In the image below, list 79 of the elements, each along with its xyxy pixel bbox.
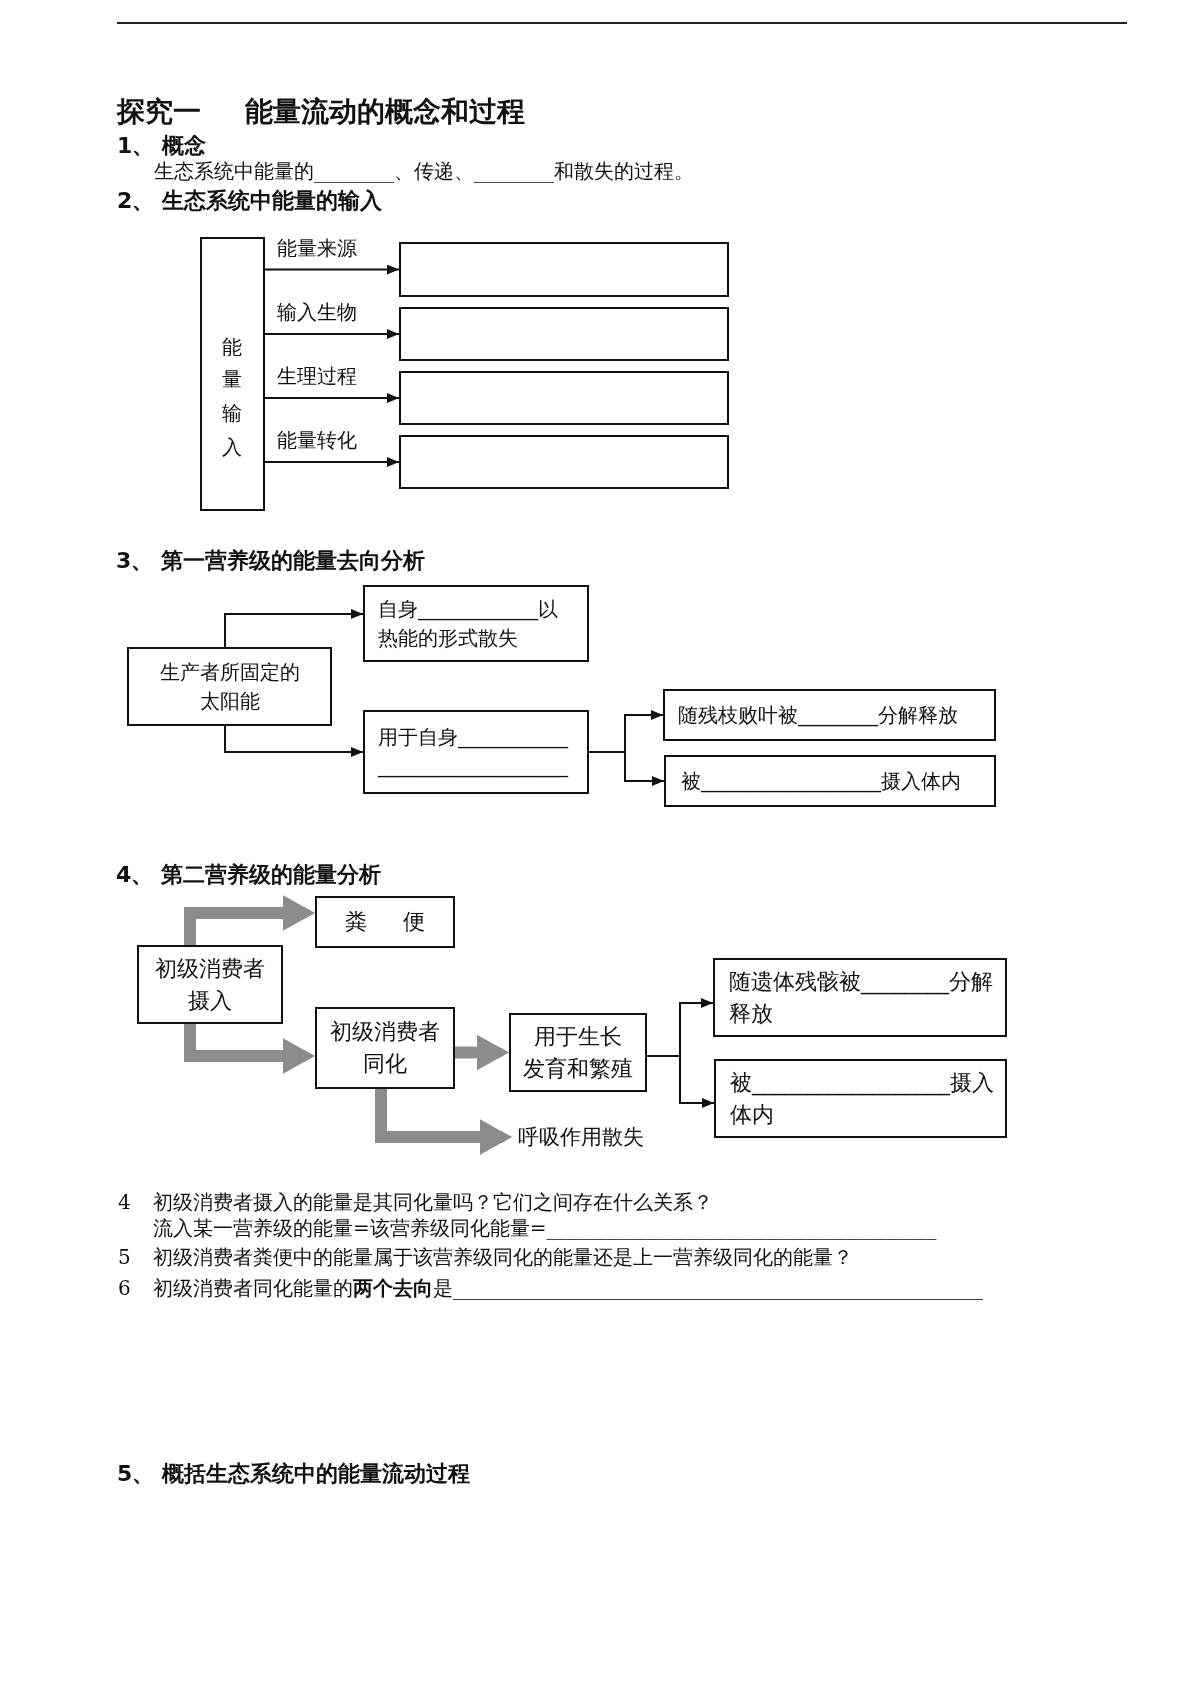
section-heading: 1、 概念 [117, 133, 206, 158]
arrow [264, 264, 400, 275]
answer-box [399, 371, 729, 425]
fill-in-line: __________________ [701, 768, 881, 793]
arrow [264, 393, 400, 403]
box-text: 用于自身 [378, 725, 458, 749]
arrow [264, 329, 400, 339]
box-text: 生产者所固定的太阳能 [159, 659, 300, 713]
process-box [200, 237, 265, 511]
box-text: 粪 便 [344, 909, 426, 935]
question-number: 5 [118, 1245, 131, 1269]
process-box [663, 689, 996, 741]
box-text: 体内 [730, 1101, 774, 1127]
block-arrow [184, 1024, 315, 1074]
box-text: 随残枝败叶被 [678, 702, 798, 727]
box-text: 用于生长发育和繁殖 [523, 1023, 633, 1081]
process-box [363, 710, 589, 794]
question-text: 初级消费者粪便中的能量属于该营养级同化的能量还是上一营养级同化的能量？ [153, 1245, 853, 1269]
arrow [224, 725, 364, 757]
fill-in-line: __________________ [752, 1069, 950, 1095]
answer-box [399, 435, 729, 489]
process-box [315, 896, 455, 948]
process-box [363, 585, 589, 662]
question-text: 流入某一营养级的能量=该营养级同化能量= [153, 1216, 547, 1240]
box-text: 能量输入 [222, 320, 243, 453]
box-text: 摄入体内 [881, 768, 961, 793]
answer-box [399, 242, 729, 297]
box-text: 初级消费者同化 [330, 1019, 440, 1076]
edge-label: 生理过程 [277, 364, 357, 388]
section-heading: 2、 生态系统中能量的输入 [117, 188, 382, 213]
box-text: 分解释放 [878, 702, 958, 727]
box-text: 分解 [949, 968, 993, 994]
box-text: 摄入 [950, 1069, 994, 1095]
section-heading: 3、 第一营养级的能量去向分析 [116, 548, 425, 573]
edge-label: 能量来源 [277, 235, 357, 260]
fill-in-line: ________ [314, 159, 394, 183]
box-text: 释放 [729, 1000, 773, 1026]
process-box [137, 945, 283, 1024]
question-text: 初级消费者同化能量的两个去向是 [153, 1276, 453, 1300]
fill-in-line: ________ [798, 702, 878, 727]
answer-box [399, 307, 729, 361]
process-box [713, 958, 1007, 1037]
page-title: 探究一 能量流动的概念和过程 [117, 95, 525, 128]
box-text: 自身 [378, 596, 418, 621]
box-text: 被 [681, 768, 701, 793]
arrow [588, 751, 665, 786]
fill-in-line: ________ [861, 968, 949, 994]
fill-in-line: ___________________ [378, 754, 568, 778]
box-text: 被 [730, 1069, 752, 1095]
process-box [127, 647, 332, 726]
block-arrow [455, 1034, 509, 1071]
question-text: 初级消费者摄入的能量是其同化量吗？它们之间存在什么关系？ [153, 1190, 713, 1214]
sentence-text: 、传递、 [394, 159, 474, 183]
process-box [509, 1013, 647, 1092]
process-box [315, 1007, 455, 1089]
fill-in-line: ____________ [418, 596, 538, 621]
section-heading: 4、 第二营养级的能量分析 [116, 862, 381, 887]
edge-label: 输入生物 [277, 300, 357, 324]
box-text: 以 [538, 596, 558, 621]
fill-in-line: _____________________________________________________ [453, 1276, 983, 1300]
box-text: 初级消费者摄入 [155, 955, 265, 1013]
fill-in-line: _______________________________________ [546, 1216, 937, 1240]
process-box [664, 755, 996, 807]
arrow [224, 609, 364, 648]
section-heading: 5、 概括生态系统中的能量流动过程 [117, 1461, 470, 1486]
fill-in-line: ________ [474, 159, 554, 183]
sentence-text: 生态系统中能量的 [154, 159, 314, 183]
edge-label: 能量转化 [277, 428, 357, 452]
fill-in-line: ___________ [458, 725, 568, 749]
sentence-text: 和散失的过程。 [554, 159, 694, 183]
box-text: 随遗体残骸被 [729, 968, 861, 994]
process-box [714, 1059, 1007, 1138]
box-text: 热能的形式散失 [378, 625, 518, 650]
arrow [646, 1055, 715, 1108]
question-number: 4 [118, 1190, 131, 1214]
question-number: 6 [118, 1276, 131, 1300]
flow-label: 呼吸作用散失 [512, 1123, 644, 1151]
arrow [264, 457, 400, 467]
block-arrow [184, 895, 315, 945]
